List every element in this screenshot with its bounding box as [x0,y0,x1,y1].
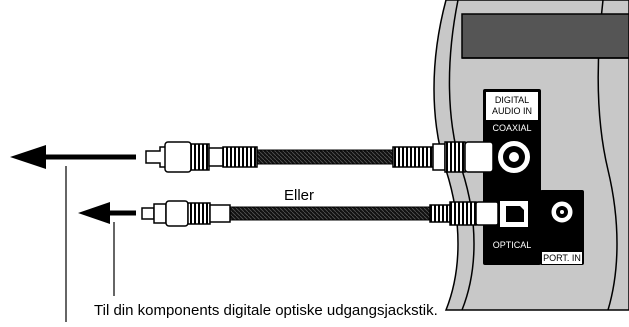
coaxial-cable [145,141,494,173]
coaxial-direction-arrow [10,145,136,169]
optical-direction-arrow [78,202,136,224]
port-in-panel: PORT. IN [540,190,584,265]
digital-audio-in-panel: DIGITAL AUDIO IN COAXIAL OPTICAL [483,89,541,265]
optical-jack [498,199,530,229]
optical-label: OPTICAL [493,240,532,250]
coaxial-label: COAXIAL [492,123,531,133]
coaxial-jack [496,139,532,175]
digital-audio-in-label: DIGITAL [495,95,529,105]
or-label: Eller [284,187,314,204]
port-in-label: PORT. IN [543,253,581,263]
top-vent-strip [461,13,629,59]
digital-audio-in-label-line2: AUDIO IN [492,106,532,116]
caption: Til din komponents digitale optiske udga… [94,302,438,319]
optical-cable [141,200,499,227]
